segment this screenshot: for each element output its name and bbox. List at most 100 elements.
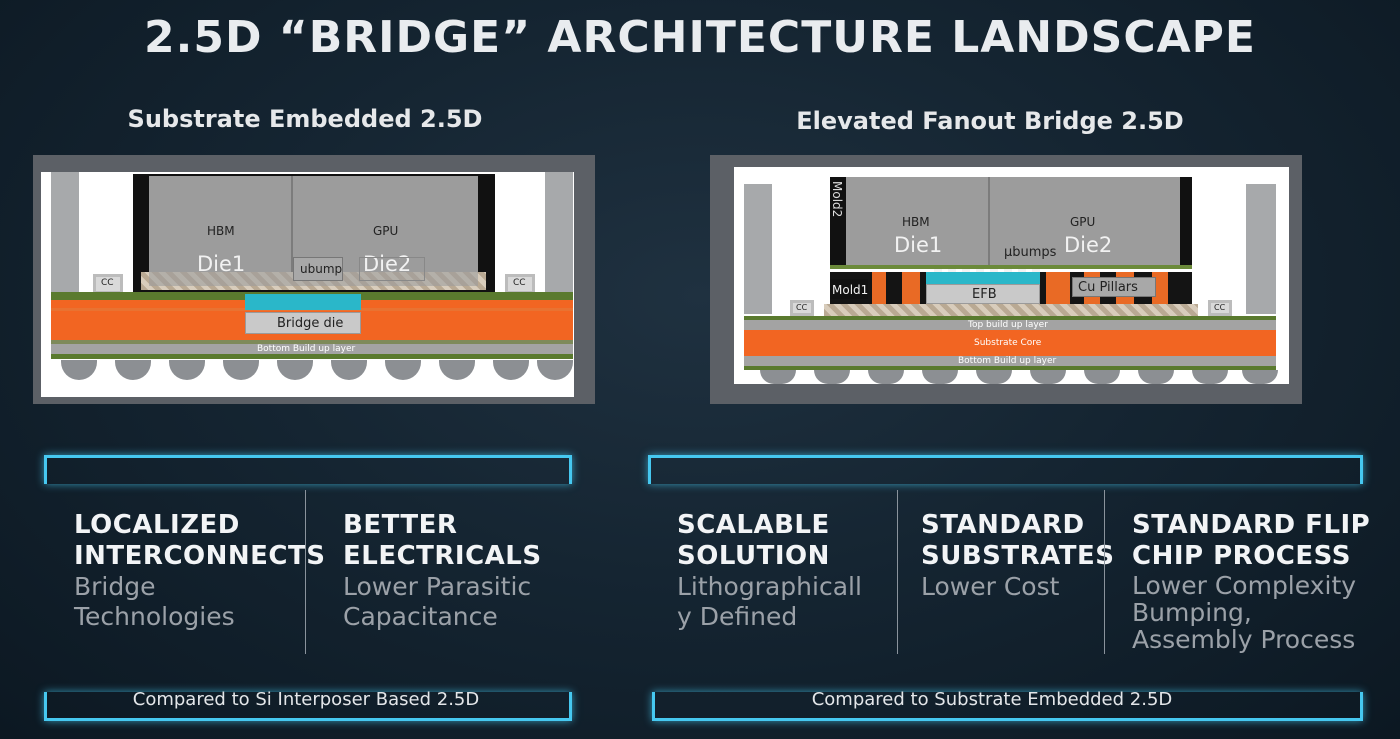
- feature-heading-line: SUBSTRATES: [921, 541, 1115, 571]
- bottom-layer-label: Bottom Build up layer: [958, 356, 1057, 366]
- cu-pillar: [1046, 272, 1070, 304]
- ubumps-label: µbumps: [1004, 245, 1057, 260]
- efb-die: [926, 284, 1040, 304]
- top-buildup-layer: [744, 320, 1276, 330]
- solder-ball: [61, 360, 97, 380]
- solder-ball: [976, 370, 1012, 384]
- feature-heading-line: LOCALIZED: [74, 510, 240, 540]
- cc-right-label: CC: [513, 278, 526, 288]
- solder-ball: [223, 360, 259, 380]
- solder-ball: [868, 370, 904, 384]
- die2-top-label: GPU: [1070, 215, 1096, 229]
- bottom-green-2: [51, 354, 573, 359]
- mold1-label: Mold1: [832, 283, 869, 297]
- solder-ball: [922, 370, 958, 384]
- solder-ball: [169, 360, 205, 380]
- solder-ball: [277, 360, 313, 380]
- feature-divider: [305, 490, 306, 654]
- die2-box: [359, 257, 425, 281]
- feature-desc-line: Capacitance: [343, 602, 498, 631]
- elevated-fanout-diagram: Mold2 HBM Die1 GPU Die2 µbumps Mold1: [710, 155, 1302, 404]
- stiffener-left: [744, 184, 772, 314]
- die1-hbm: [149, 176, 291, 286]
- feature-heading-line: STANDARD FLIP: [1132, 510, 1371, 540]
- die2-gpu: [990, 177, 1180, 265]
- cc-left: [790, 300, 814, 316]
- cu-pillar: [1152, 272, 1168, 304]
- stiffener-right: [1246, 184, 1276, 314]
- substrate-embedded-diagram: HBM Die1 GPU Die2 ubump CC CC Bridge die…: [33, 155, 595, 404]
- die1-label: Die1: [894, 233, 943, 257]
- bottom-buildup-layer: [51, 344, 573, 354]
- right-compare-note: Compared to Substrate Embedded 2.5D: [811, 689, 1173, 710]
- bottom-green-1: [51, 340, 573, 344]
- solder-ball: [814, 370, 850, 384]
- solder-ball: [760, 370, 796, 384]
- feature-heading-line: CHIP PROCESS: [1132, 541, 1351, 571]
- feature-standard-substrates: STANDARD SUBSTRATES Lower Cost: [921, 510, 1115, 602]
- right-subtitle: Elevated Fanout Bridge 2.5D: [796, 107, 1184, 135]
- mold1-box: [830, 279, 868, 299]
- feature-heading-line: INTERCONNECTS: [74, 541, 326, 571]
- feature-desc-line: Assembly Process: [1132, 625, 1356, 654]
- solder-ball: [493, 360, 529, 380]
- feature-desc-line: Lower Parasitic: [343, 572, 532, 601]
- diagram-canvas-2: Mold2 HBM Die1 GPU Die2 µbumps Mold1: [734, 167, 1289, 384]
- bridge-label: Bridge die: [277, 316, 344, 331]
- core-label: Substrate Core: [974, 338, 1042, 348]
- solder-ball: [1192, 370, 1228, 384]
- left-bracket-bottom: [44, 692, 572, 721]
- right-bracket-top: [648, 455, 1363, 484]
- cc-right-label: CC: [1214, 303, 1226, 312]
- solder-ball: [1242, 370, 1278, 384]
- die-gap: [988, 177, 990, 265]
- efb-top: [926, 272, 1040, 284]
- die1-top-label: HBM: [902, 215, 930, 229]
- feature-localized-interconnects: LOCALIZED INTERCONNECTS Bridge Technolog…: [74, 510, 326, 632]
- cu-pillar: [872, 272, 886, 304]
- top-green: [744, 316, 1276, 320]
- cu-pillar: [902, 272, 920, 304]
- underfill: [824, 304, 1198, 316]
- cc-right: [1208, 300, 1232, 316]
- bottom-buildup-layer: [744, 356, 1276, 366]
- pillars-label: Cu Pillars: [1078, 280, 1138, 295]
- substrate-core: [744, 330, 1276, 356]
- solder-ball: [537, 360, 573, 380]
- diagram-canvas: HBM Die1 GPU Die2 ubump CC CC Bridge die…: [41, 172, 574, 397]
- bottom-layer-label: Bottom Build up layer: [257, 344, 356, 354]
- solder-ball: [1138, 370, 1174, 384]
- feature-desc-line: Technologies: [74, 602, 235, 631]
- solder-ball: [331, 360, 367, 380]
- bridge-die: [245, 312, 361, 334]
- left-subtitle: Substrate Embedded 2.5D: [127, 105, 483, 133]
- mold2-label: Mold2: [830, 181, 844, 218]
- feature-heading-line: SCALABLE: [677, 510, 830, 540]
- stiffener-left: [51, 172, 79, 292]
- die1-hbm: [846, 177, 988, 265]
- feature-desc-line: Bridge: [74, 572, 156, 601]
- feature-better-electricals: BETTER ELECTRICALS Lower Parasitic Capac…: [343, 510, 563, 632]
- solder-ball: [385, 360, 421, 380]
- die2-label: Die2: [1064, 233, 1113, 257]
- feature-desc-line: Lithographicall: [677, 572, 862, 601]
- redistribution-layer: [830, 265, 1192, 269]
- bottom-green: [744, 366, 1276, 370]
- die-gap: [291, 176, 293, 286]
- die2-label: Die2: [363, 252, 412, 276]
- feature-scalable-solution: SCALABLE SOLUTION Lithographicall y Defi…: [677, 510, 887, 632]
- solder-ball: [1084, 370, 1120, 384]
- die1-top-label: HBM: [207, 224, 235, 238]
- solder-ball: [1030, 370, 1066, 384]
- feature-desc-line: Lower Complexity: [1132, 571, 1357, 600]
- feature-divider: [897, 490, 898, 654]
- feature-divider: [1104, 490, 1105, 654]
- right-bracket-bottom: [652, 692, 1363, 721]
- cc-left-label: CC: [796, 303, 808, 312]
- stiffener-right: [545, 172, 573, 292]
- ubump-label: ubump: [300, 262, 343, 276]
- top-layer-label: Top build up layer: [968, 320, 1048, 330]
- left-compare-note: Compared to Si Interposer Based 2.5D: [132, 689, 480, 710]
- feature-heading-line: ELECTRICALS: [343, 541, 542, 571]
- die2-top-label: GPU: [373, 224, 399, 238]
